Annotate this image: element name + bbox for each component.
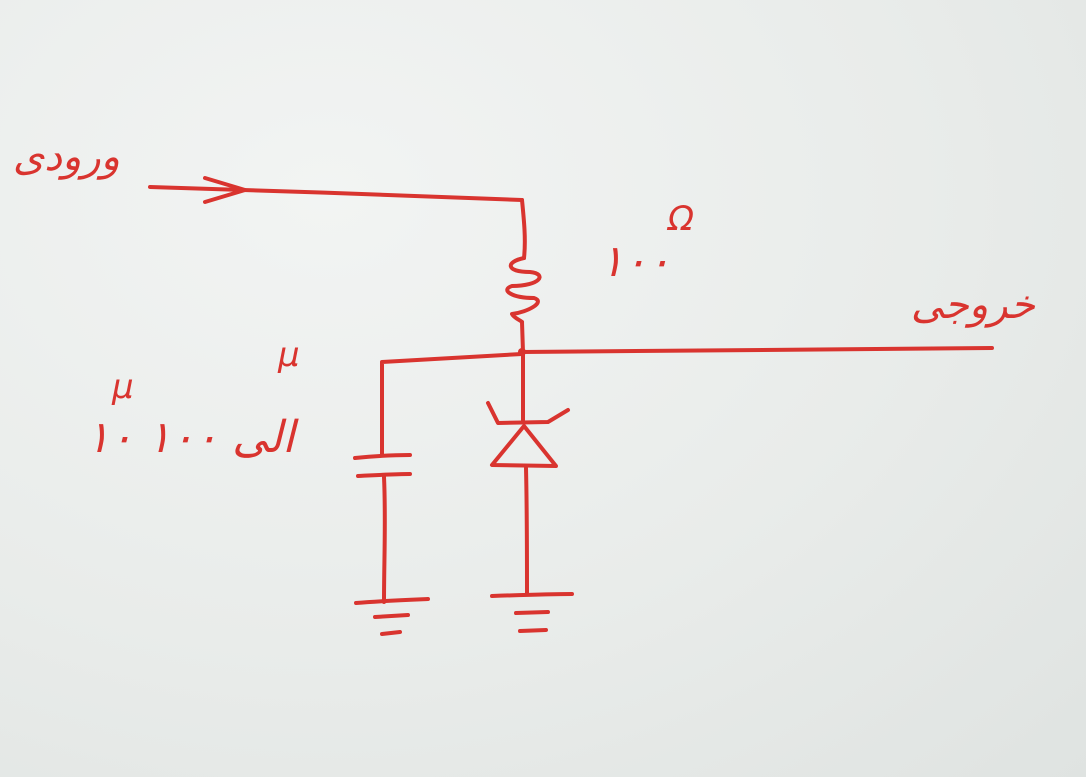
diode-ground-wire: [524, 466, 529, 596]
zener-diode-triangle: [490, 424, 558, 468]
input-wire: [148, 176, 524, 204]
zener-diode-bar: [486, 401, 570, 425]
capacitor-branch-wire: [380, 352, 524, 457]
input-label: ورودی: [13, 134, 120, 180]
capacitor-ground-wire: [382, 475, 387, 604]
ground-icon: [354, 597, 430, 636]
capacitor-value: ۱۰ الی ۱۰۰: [86, 412, 299, 463]
capacitor-symbol: [353, 453, 412, 478]
capacitor-unit-upper: µ: [277, 335, 300, 375]
output-label: خروجی: [911, 282, 1035, 328]
wire-resistor-junction: [520, 320, 525, 354]
capacitor-unit-lower: µ: [111, 367, 134, 407]
resistor-unit: Ω: [666, 199, 694, 239]
resistor-symbol: [505, 256, 542, 324]
resistor-value: ۱۰۰: [600, 236, 671, 287]
ground-icon: [490, 592, 574, 633]
output-wire: [520, 346, 994, 354]
wire-to-resistor: [520, 198, 527, 260]
